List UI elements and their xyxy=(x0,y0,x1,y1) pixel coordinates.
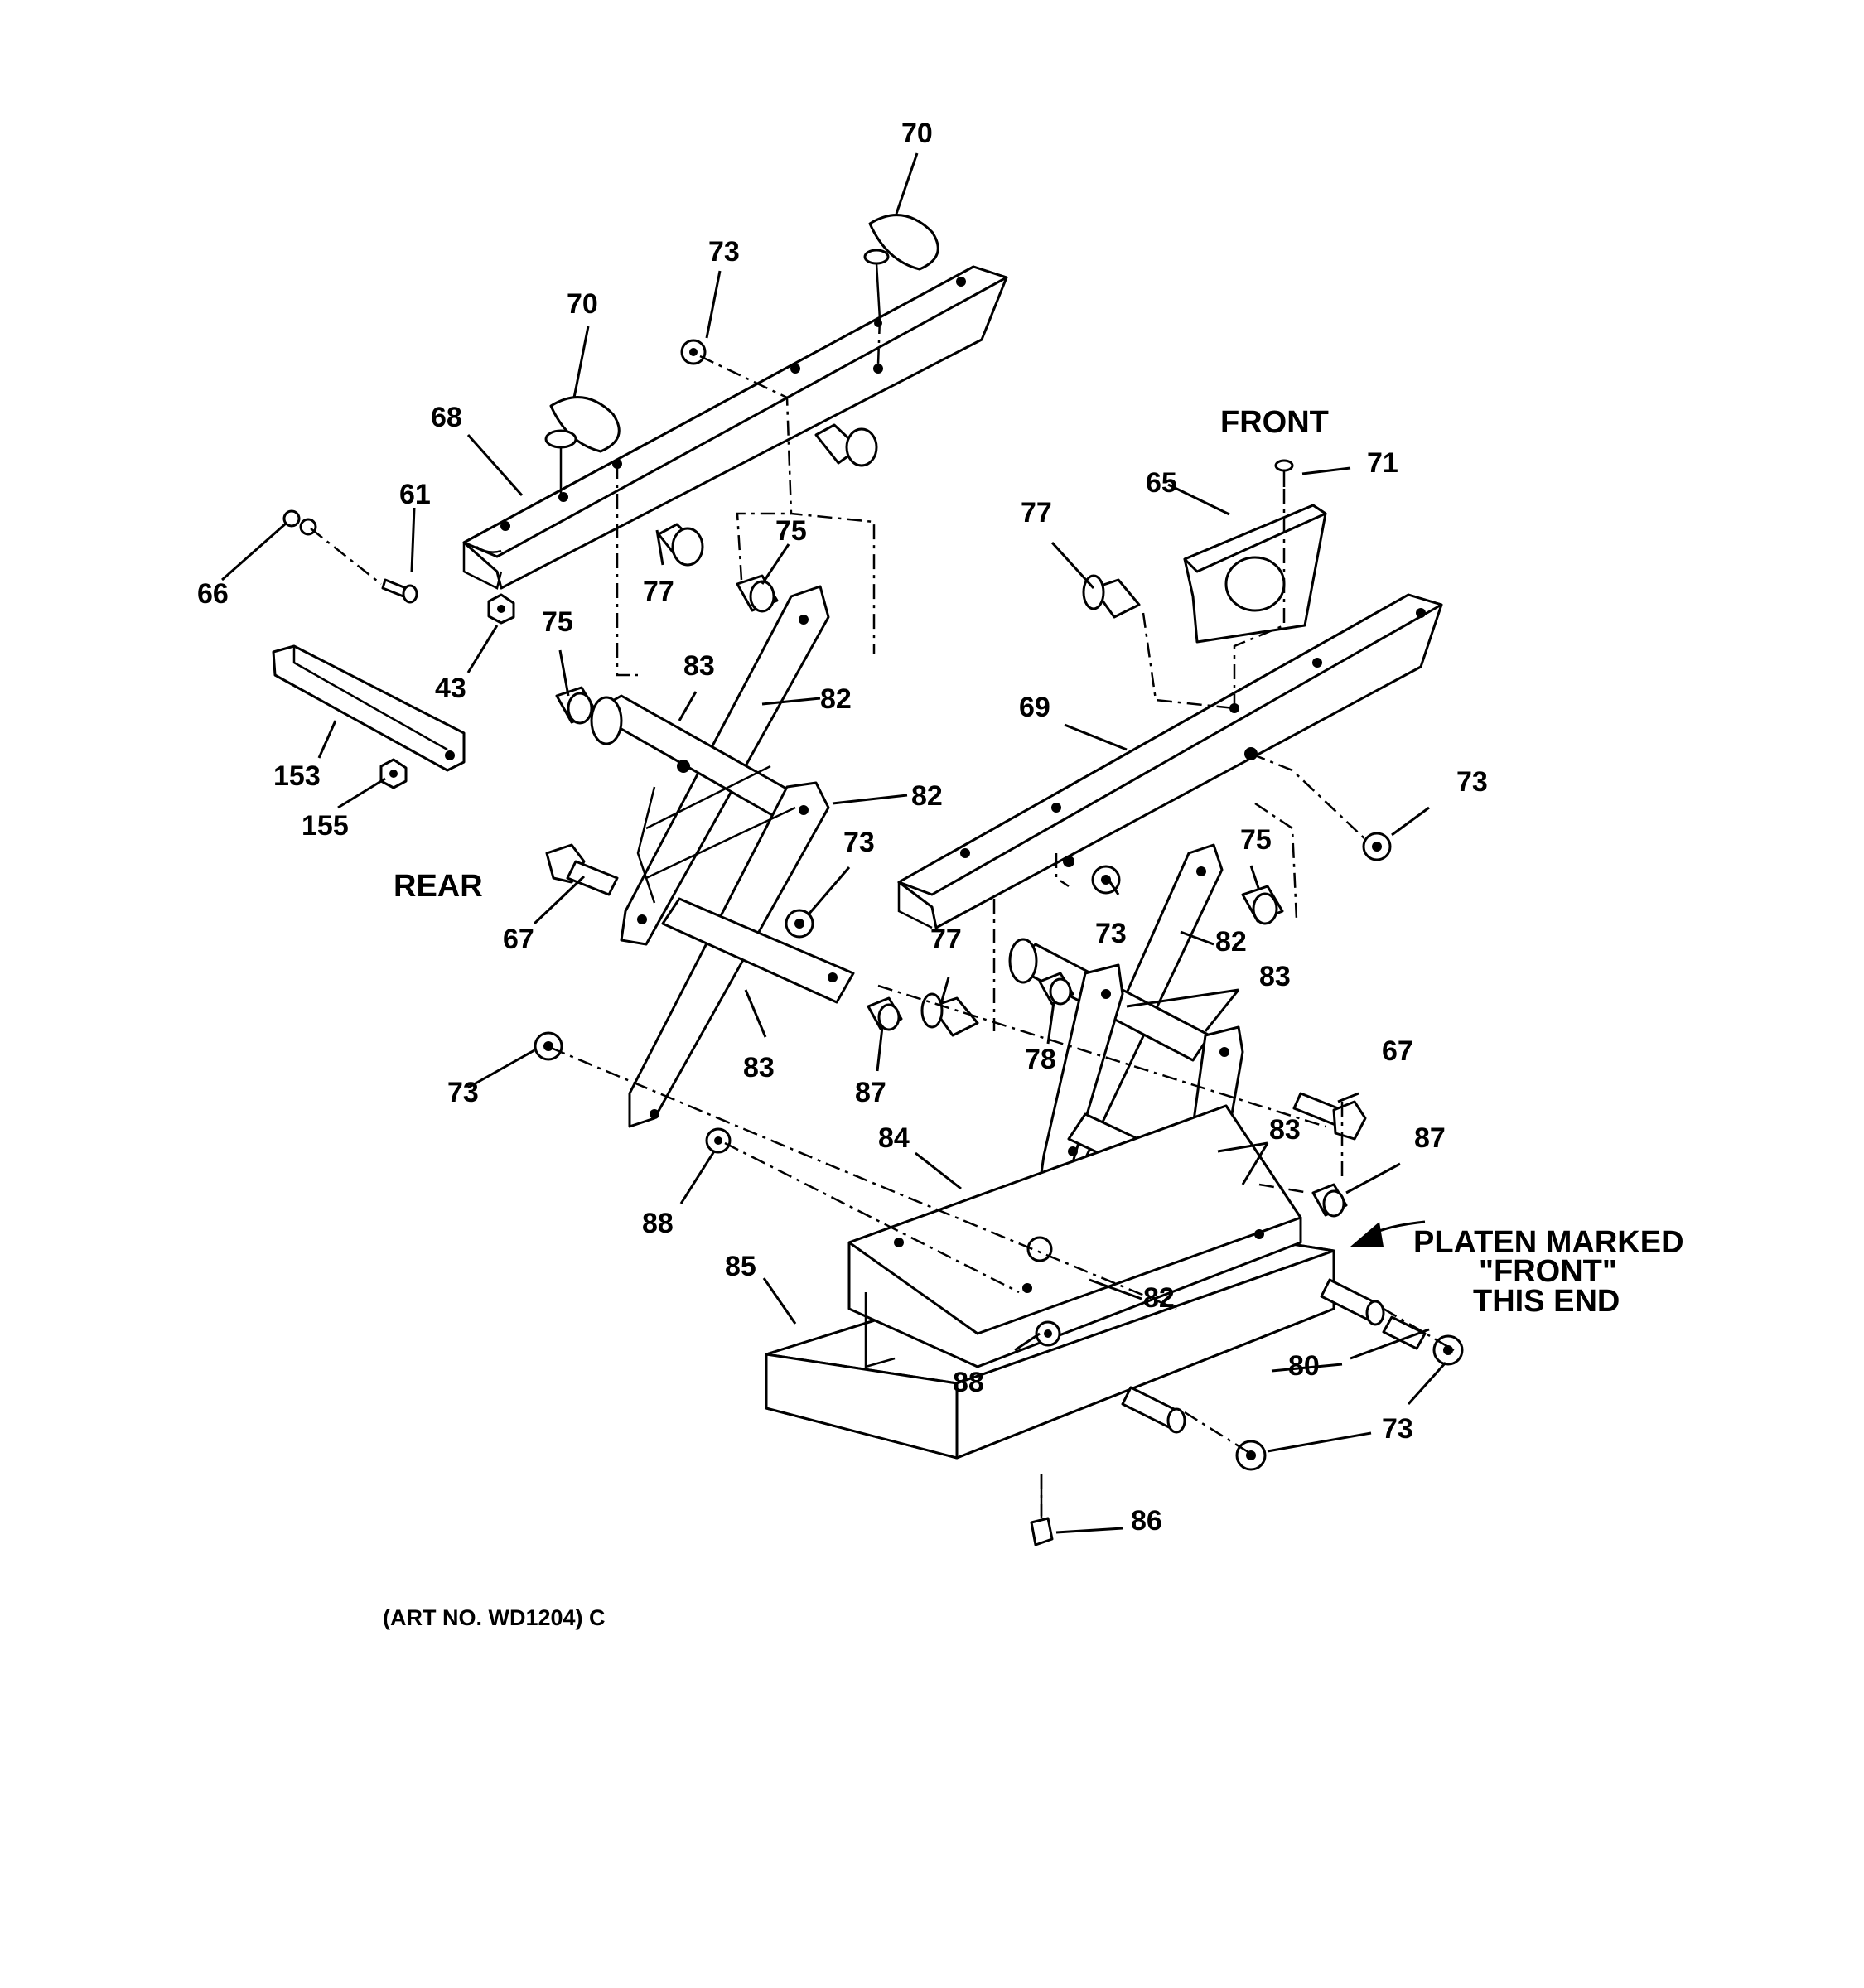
screw-part-71 xyxy=(1274,459,1294,487)
callout-73-front-low: 73 xyxy=(1382,1413,1413,1445)
nut-part-155 xyxy=(379,758,408,789)
callout-88-left: 88 xyxy=(642,1208,674,1239)
callout-78: 78 xyxy=(1025,1044,1056,1075)
callout-82-front-upper: 82 xyxy=(1215,926,1247,958)
clip-part-70-left xyxy=(544,396,621,497)
shoulder-screw-part-77-a xyxy=(814,423,878,467)
art-number: (ART NO. WD1204) C xyxy=(383,1605,606,1630)
platen-frame-part-84 xyxy=(847,1104,1302,1368)
callout-73-front-mid: 73 xyxy=(1095,918,1127,949)
callout-87-front: 87 xyxy=(1414,1122,1446,1154)
callout-73-rear-low: 73 xyxy=(447,1077,479,1108)
platen-front-arrow xyxy=(1350,1220,1426,1247)
washer-part-73-top xyxy=(680,339,707,365)
callout-83-front-lower: 83 xyxy=(1269,1114,1301,1146)
bracket-part-153 xyxy=(272,644,466,772)
callout-77-front-upper: 77 xyxy=(1021,497,1052,528)
callout-43: 43 xyxy=(435,673,466,704)
callout-70-left: 70 xyxy=(567,288,598,320)
screw-part-61 xyxy=(381,578,418,604)
shoulder-screw-part-77-front-a xyxy=(1082,574,1141,619)
callout-71: 71 xyxy=(1367,447,1398,479)
platen-note-line1: PLATEN MARKED xyxy=(1413,1225,1684,1260)
callout-68: 68 xyxy=(431,402,462,433)
callout-86: 86 xyxy=(1131,1505,1162,1537)
callout-75-rear-upper: 75 xyxy=(775,515,807,547)
cross-tube-part-83-left-upper xyxy=(590,694,822,830)
bolt-part-67-left xyxy=(545,843,619,896)
linkage-frame-left xyxy=(636,765,796,904)
callout-75-front: 75 xyxy=(1240,824,1272,856)
callout-67-front: 67 xyxy=(1382,1035,1413,1067)
callout-82-rear-mid: 82 xyxy=(911,780,943,812)
callout-83-rear-low: 83 xyxy=(743,1052,775,1083)
pin-part-80-a xyxy=(1320,1278,1385,1326)
assembly-lines xyxy=(310,318,1455,1516)
bushing-part-78 xyxy=(1038,972,1074,1006)
rear-rail-part-68 xyxy=(462,265,1008,590)
clip-part-70-right xyxy=(863,214,939,320)
front-label: FRONT xyxy=(1220,405,1329,440)
callout-67-rear: 67 xyxy=(503,924,534,955)
bolt-part-67-right xyxy=(1292,1092,1367,1141)
front-rail-part-69 xyxy=(897,593,1443,929)
callout-84: 84 xyxy=(878,1122,910,1154)
pin-part-80-c xyxy=(1382,1315,1427,1350)
callout-153: 153 xyxy=(273,760,321,792)
callout-83-rear-upper: 83 xyxy=(683,650,715,682)
callout-77-rear: 77 xyxy=(643,576,674,607)
washer-part-73-left-mid xyxy=(785,909,814,939)
spacer-part-87-right xyxy=(1311,1183,1348,1218)
callout-82-front-lower: 82 xyxy=(1143,1282,1175,1314)
callout-66: 66 xyxy=(197,578,229,610)
washer-part-73-front-right xyxy=(1362,832,1392,861)
callout-75-rear-left: 75 xyxy=(542,606,573,638)
bracket-part-65 xyxy=(1183,504,1327,644)
callout-80: 80 xyxy=(1288,1350,1320,1382)
callout-82-rear-upper: 82 xyxy=(820,683,852,715)
callout-88-front: 88 xyxy=(953,1367,984,1398)
callout-65: 65 xyxy=(1146,467,1177,499)
washer-part-88-right xyxy=(1035,1320,1061,1347)
callout-labels: 70 70 73 68 61 66 77 75 43 75 83 82 153 … xyxy=(197,118,1488,1537)
pin-part-80-b xyxy=(1121,1386,1186,1434)
callout-61: 61 xyxy=(399,479,431,510)
callout-73-top: 73 xyxy=(708,236,740,268)
nuts-part-66 xyxy=(282,509,317,536)
callout-155: 155 xyxy=(302,810,349,842)
callout-87-rear: 87 xyxy=(855,1077,886,1108)
platen-note-line3: THIS END xyxy=(1473,1284,1620,1319)
leader-lines xyxy=(221,152,1447,1534)
callout-83-front-upper: 83 xyxy=(1259,961,1291,992)
callout-70-top: 70 xyxy=(901,118,933,149)
washer-part-73-right-b xyxy=(1235,1440,1267,1471)
washer-part-88-left xyxy=(705,1127,732,1154)
callout-69: 69 xyxy=(1019,692,1050,723)
rear-label: REAR xyxy=(394,869,483,904)
bushing-part-75-a xyxy=(736,574,779,613)
shoulder-screw-part-77-front-b xyxy=(920,992,979,1037)
spacer-part-87-left xyxy=(867,996,903,1031)
callout-73-front-right: 73 xyxy=(1456,766,1488,798)
callout-77-front-lower: 77 xyxy=(930,924,962,955)
bushing-part-75-c xyxy=(1241,885,1284,925)
shoulder-screw-part-77-b xyxy=(657,523,704,567)
washer-part-73-left-low xyxy=(534,1031,563,1061)
platen-note-line2: "FRONT" xyxy=(1479,1254,1617,1289)
cross-tube-part-83-left-lower xyxy=(661,897,855,1004)
nut-part-43 xyxy=(487,593,515,625)
callout-73-rear-mid: 73 xyxy=(843,827,875,858)
callout-85: 85 xyxy=(725,1251,756,1282)
